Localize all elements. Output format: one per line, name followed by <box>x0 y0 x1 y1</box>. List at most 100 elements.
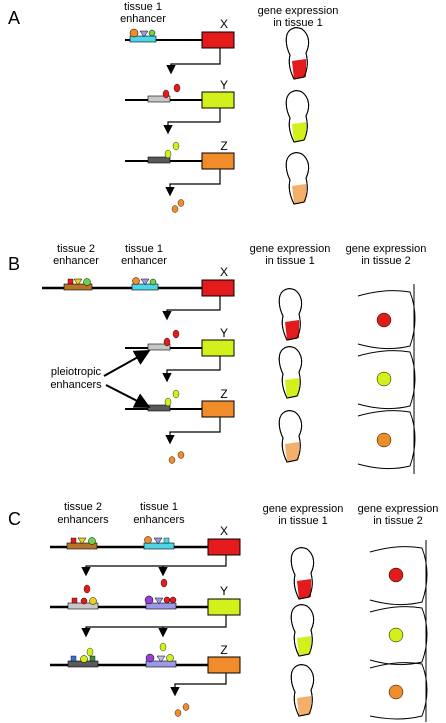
protein-z <box>182 703 190 711</box>
tissue-2-cell <box>369 662 428 722</box>
panel-a-letter: A <box>8 8 20 28</box>
expression-arrow <box>163 108 221 135</box>
panel-b-enhancer1-label-2: enhancer <box>121 255 167 267</box>
gene-x-label: X <box>220 524 228 538</box>
gene-y-box <box>207 598 241 616</box>
pleiotropic-arrow <box>103 350 151 377</box>
gene-z-label: Z <box>220 387 227 401</box>
protein-z <box>171 205 179 213</box>
enhancer-z <box>147 404 171 412</box>
bound-protein-y <box>164 397 172 407</box>
gene-z-box <box>207 656 241 674</box>
panel-c-expr1-header-1: gene expression <box>263 503 344 515</box>
expression-arrow <box>165 169 221 197</box>
panel-c-letter: C <box>8 509 21 529</box>
panel-a: A tissue 1 enhancer gene expression in t… <box>8 1 338 213</box>
gene-y-label: Y <box>220 326 228 340</box>
pleiotropic-label-2: enhancers <box>50 379 102 391</box>
expression-arrow <box>165 417 221 445</box>
protein-x <box>160 578 168 588</box>
enhancer-z <box>147 156 171 164</box>
protein-x <box>173 83 181 93</box>
panel-b-letter: B <box>8 254 20 274</box>
panel-c-enhancer2-label-2: enhancers <box>57 514 109 526</box>
bound-protein-y <box>164 149 172 159</box>
enhancer-y <box>145 602 177 610</box>
transcription-factor <box>148 29 156 37</box>
panel-a-enhancer-label-1: tissue 1 <box>124 1 162 13</box>
enhancer-y <box>147 343 171 351</box>
transcription-factor <box>149 278 157 286</box>
gene-x-label: X <box>220 17 228 31</box>
tissue-2-cell <box>369 540 428 610</box>
gene-y-label: Y <box>220 78 228 92</box>
gene-x-box <box>207 538 241 556</box>
enhancer-y <box>147 95 171 103</box>
protein-y <box>172 389 180 399</box>
transcription-factor <box>67 278 74 285</box>
expression-arrow <box>170 673 227 697</box>
panel-c-enhancer2-label-1: tissue 2 <box>64 501 102 513</box>
panel-a-expression-header-1: gene expression <box>258 5 339 17</box>
panel-b-expr2-header-1: gene expression <box>346 243 427 255</box>
gene-z-label: Z <box>220 139 227 153</box>
embryo-tissue-1 <box>290 604 315 657</box>
panel-c: C tissue 2 enhancers tissue 1 enhancers … <box>8 501 438 722</box>
panel-b-enhancer2-label-2: enhancer <box>53 255 99 267</box>
panel-b-expr1-header-2: in tissue 1 <box>265 255 315 267</box>
transcription-factor <box>129 28 139 38</box>
embryo-tissue-1 <box>278 346 303 399</box>
gene-y-box <box>201 91 235 109</box>
transcription-factor <box>83 278 91 286</box>
expression-arrow <box>162 356 221 383</box>
expression-arrow <box>81 555 227 577</box>
tissue-2-cell <box>357 348 416 414</box>
bound-protein-x <box>162 89 170 99</box>
transcription-factor <box>132 277 140 285</box>
panel-b-expr1-header-1: gene expression <box>250 243 331 255</box>
embryo-tissue-1 <box>278 410 303 463</box>
embryo-tissue-1 <box>278 288 303 341</box>
embryo-tissue-1 <box>285 152 310 205</box>
tissue-1-enhancer <box>143 542 175 550</box>
embryo-tissue-1 <box>285 27 310 80</box>
gene-z-label: Z <box>220 643 227 657</box>
panel-a-enhancer-label-2: enhancer <box>120 13 166 25</box>
protein-z <box>177 199 185 207</box>
gene-x-label: X <box>220 265 228 279</box>
tissue-2-cell <box>357 284 416 354</box>
tissue-2-cell <box>357 408 416 474</box>
protein-z <box>177 451 185 459</box>
tissue-1-enhancer <box>129 35 157 43</box>
protein-y <box>172 141 180 151</box>
panel-c-expr1-header-2: in tissue 1 <box>278 515 328 527</box>
pleiotropic-label-1: pleiotropic <box>51 366 102 378</box>
panel-b: B tissue 2 enhancer tissue 1 enhancer ge… <box>8 243 426 474</box>
embryo-tissue-1 <box>285 90 310 143</box>
transcription-factor <box>140 278 150 286</box>
panel-a-expression-header-2: in tissue 1 <box>273 17 323 29</box>
protein-y <box>159 642 167 652</box>
tissue-2-cell <box>369 604 428 670</box>
panel-b-enhancer2-label-1: tissue 2 <box>57 243 95 255</box>
expression-arrow <box>81 615 227 638</box>
panel-b-expr2-header-2: in tissue 2 <box>361 255 411 267</box>
pleiotropic-arrow <box>105 384 151 408</box>
gene-x-box <box>201 279 235 297</box>
panel-c-enhancer1-label-2: enhancers <box>133 514 185 526</box>
gene-y-label: Y <box>220 584 228 598</box>
gene-z-box <box>201 152 235 170</box>
embryo-tissue-1 <box>290 664 315 717</box>
transcription-factor <box>139 30 149 38</box>
protein-z <box>174 709 182 717</box>
protein-x <box>83 584 91 594</box>
gene-y-box <box>201 339 235 357</box>
protein-z <box>168 456 176 464</box>
protein-x <box>172 329 180 339</box>
expression-arrow <box>162 296 221 321</box>
expression-arrow <box>166 48 221 75</box>
embryo-tissue-1 <box>290 547 315 600</box>
panel-c-expr2-header-2: in tissue 2 <box>373 515 423 527</box>
panel-c-expr2-header-1: gene expression <box>358 503 439 515</box>
